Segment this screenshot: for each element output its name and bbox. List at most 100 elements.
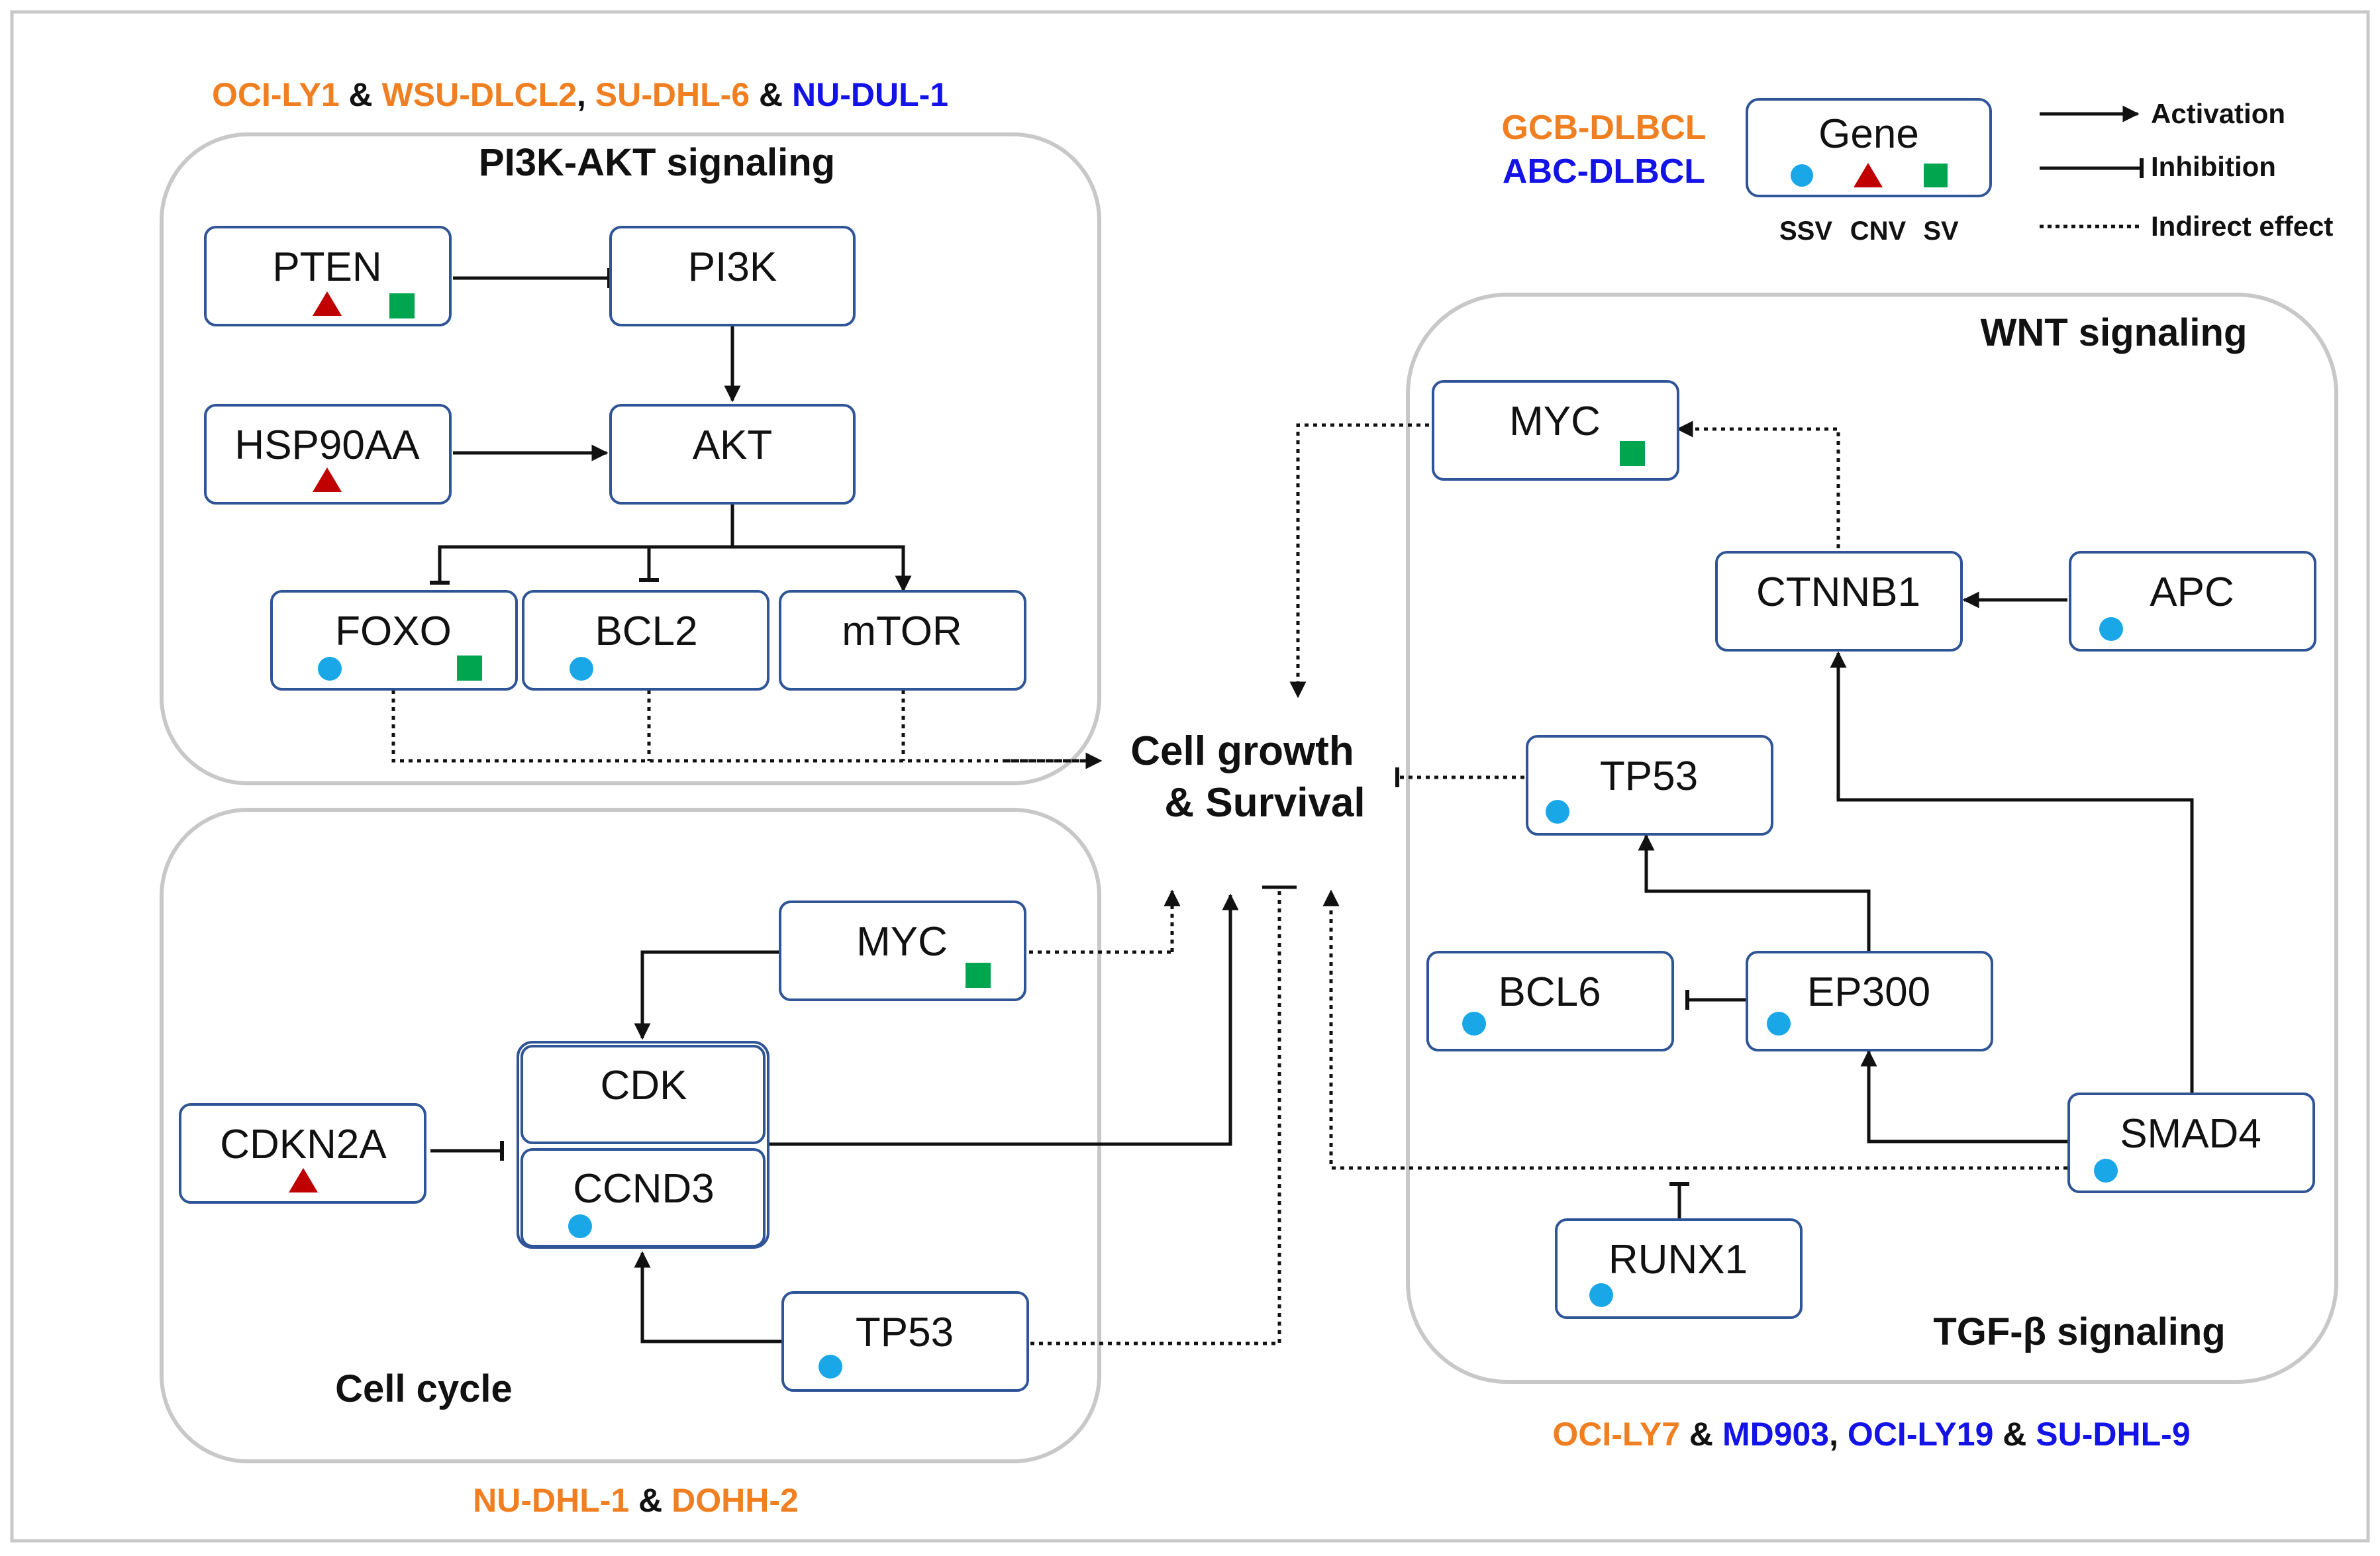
region-title-tgf: TGF-β signaling xyxy=(1933,1310,2225,1353)
center-label-line2: & Survival xyxy=(1164,780,1365,826)
gene-label-mtor: mTOR xyxy=(842,608,962,654)
edge-ep300-activates-tp53 xyxy=(1638,834,1871,951)
node-cdk xyxy=(521,1045,766,1144)
cnv-triangle-icon xyxy=(313,467,342,492)
region-pi3k-akt xyxy=(160,132,1101,785)
cell-line-gcb: SU-DHL-6 xyxy=(595,76,750,113)
gene-label-cdkn2a: CDKN2A xyxy=(220,1122,387,1167)
legend-abc-label: ABC-DLBCL xyxy=(1503,152,1705,191)
gene-label-akt: AKT xyxy=(693,422,773,468)
gene-label-hsp90aa: HSP90AA xyxy=(234,422,420,468)
node-myc-cell-cycle xyxy=(779,900,1026,1001)
gene-label-ccnd3: CCND3 xyxy=(573,1166,715,1212)
edge-ctnnb1-indirect-myc xyxy=(1676,420,1840,548)
cell-line-gcb: NU-DHL-1 xyxy=(473,1482,629,1519)
gene-label-myc-cell-cycle: MYC xyxy=(856,919,948,965)
node-tp53-cell-cycle xyxy=(781,1291,1029,1392)
gene-label-myc-wnt: MYC xyxy=(1509,399,1601,444)
ssv-dot-icon xyxy=(1589,1283,1613,1307)
cell-line-abc: MD903 xyxy=(1722,1416,1829,1453)
legend-indirect-label: Indirect effect xyxy=(2151,211,2333,242)
ssv-dot-icon xyxy=(2099,617,2123,641)
legend-sv-label: SV xyxy=(1923,217,1959,246)
edge-smad4-activates-ctnnb1 xyxy=(1830,651,2194,1096)
ssv-dot-icon xyxy=(818,1355,842,1379)
node-cdkn2a xyxy=(179,1103,426,1204)
legend-inhibition-label: Inhibition xyxy=(2151,151,2276,182)
gene-label-bcl2: BCL2 xyxy=(595,608,697,654)
gene-label-pten: PTEN xyxy=(272,244,381,290)
gene-label-foxo: FOXO xyxy=(335,608,452,654)
ssv-dot-icon xyxy=(318,657,342,681)
node-runx1 xyxy=(1555,1218,1803,1319)
legend-activation-label: Activation xyxy=(2151,98,2285,129)
cnv-triangle-icon xyxy=(313,291,342,316)
sv-square-icon xyxy=(457,656,482,681)
cell-line-abc: SU-DHL-9 xyxy=(2036,1416,2190,1453)
legend-ssv-label: SSV xyxy=(1779,217,1832,246)
region-wnt-tgf xyxy=(1406,293,2338,1384)
ampersand: & xyxy=(1680,1416,1722,1453)
legend-gcb-label: GCB-DLBCL xyxy=(1501,109,1706,147)
sv-square-icon xyxy=(1620,441,1645,466)
cell-line-gcb: WSU-DLCL2 xyxy=(382,76,577,113)
cell-lines-bottom-right: OCI-LY7 & MD903, OCI-LY19 & SU-DHL-9 xyxy=(1552,1416,2190,1453)
sv-square-icon xyxy=(389,293,415,318)
edge-pi3k-outputs-indirect xyxy=(391,690,1099,763)
sv-square-icon xyxy=(1924,164,1948,187)
node-ctnnb1 xyxy=(1715,551,1963,652)
cnv-triangle-icon xyxy=(1854,163,1883,187)
edge-myc-activates-cdk xyxy=(634,950,781,1040)
node-tp53-wnt xyxy=(1526,735,1773,836)
sv-square-icon xyxy=(966,963,991,988)
ssv-dot-icon xyxy=(1462,1012,1486,1036)
edge-tp53-activates-ccnd3 xyxy=(634,1251,784,1343)
edge-akt-inhibits-foxo xyxy=(430,503,734,585)
gene-label-ep300: EP300 xyxy=(1807,969,1930,1015)
cell-line-abc: OCI-LY19 xyxy=(1848,1416,1993,1453)
cell-line-gcb: DOHH-2 xyxy=(671,1482,799,1519)
region-cell-cycle xyxy=(160,808,1101,1463)
node-mtor xyxy=(779,590,1026,691)
edge-tp53-indirect-growth xyxy=(1030,891,1281,1345)
ssv-dot-icon xyxy=(1546,800,1569,824)
gene-label-cdk: CDK xyxy=(601,1063,687,1108)
node-myc-wnt xyxy=(1432,380,1679,481)
node-bcl6 xyxy=(1426,951,1674,1051)
ampersand: & xyxy=(1993,1416,2036,1453)
comma: , xyxy=(577,76,595,113)
node-ep300 xyxy=(1746,951,1993,1051)
cell-line-abc: NU-DUL-1 xyxy=(792,76,948,113)
ampersand: & xyxy=(340,76,382,113)
cell-line-gcb: OCI-LY1 xyxy=(212,76,340,113)
legend-cnv-label: CNV xyxy=(1850,217,1907,246)
node-akt xyxy=(609,404,856,505)
ssv-dot-icon xyxy=(568,1214,592,1238)
edge-myc-indirect-growth-wnt xyxy=(1289,423,1429,699)
ssv-dot-icon xyxy=(570,657,593,681)
comma: , xyxy=(1829,1416,1848,1453)
region-title-cell-cycle: Cell cycle xyxy=(335,1367,513,1410)
node-pi3k xyxy=(609,226,856,326)
gene-label-runx1: RUNX1 xyxy=(1609,1237,1748,1283)
ampersand: & xyxy=(750,76,792,113)
ssv-dot-icon xyxy=(2094,1159,2118,1183)
gene-label-smad4: SMAD4 xyxy=(2120,1111,2261,1157)
gene-label-ctnnb1: CTNNB1 xyxy=(1756,569,1920,615)
region-title-wnt: WNT signaling xyxy=(1981,311,2248,354)
node-smad4 xyxy=(2067,1093,2315,1193)
node-hsp90aa xyxy=(204,404,452,505)
cell-lines-top-left: OCI-LY1 & WSU-DLCL2, SU-DHL-6 & NU-DUL-1 xyxy=(212,76,948,113)
ssv-dot-icon xyxy=(1767,1012,1791,1036)
ampersand: & xyxy=(629,1482,671,1519)
region-title-pi3k-akt: PI3K-AKT signaling xyxy=(479,141,835,184)
gene-label-pi3k: PI3K xyxy=(688,244,777,290)
node-pten xyxy=(204,226,452,326)
edge-smad4-activates-ep300 xyxy=(1860,1049,2067,1143)
edge-cdk-activates-growth xyxy=(768,893,1239,1146)
ssv-dot-icon xyxy=(1791,164,1813,187)
gene-label-apc: APC xyxy=(2150,569,2234,615)
edge-akt-activates-mtor xyxy=(732,545,912,593)
